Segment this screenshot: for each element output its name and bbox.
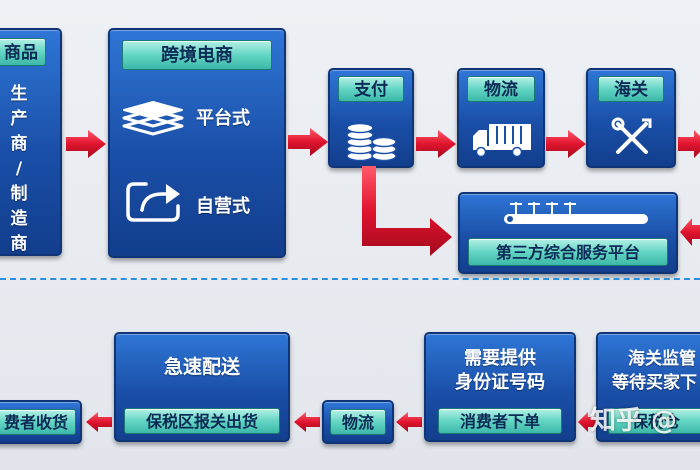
- conveyor-icon: [504, 202, 648, 224]
- manufacturer-char: 制: [10, 184, 28, 204]
- arrow-left-icon: [578, 412, 600, 432]
- fast-delivery-title: 急速配送: [163, 356, 240, 378]
- truck-icon: [473, 124, 531, 158]
- arrow-left-icon: [86, 412, 112, 432]
- manufacturer-char: 造: [10, 209, 28, 229]
- third-party-label: 第三方综合服务平台: [468, 238, 668, 266]
- consumer-order-label: 消费者下单: [438, 408, 562, 434]
- customs-supervision-box: 海关监管 等待买家下 保税仓: [596, 332, 700, 442]
- self-operated-mode-text: 自营式: [196, 196, 250, 217]
- manufacturer-text: 生 产 商 / 制 造 商: [8, 82, 38, 257]
- payment-label: 支付: [338, 76, 404, 102]
- customs-supervision-line1: 海关监管: [628, 349, 696, 369]
- id-required-line1: 需要提供: [464, 348, 536, 369]
- consumer-receive-label: 费者收货: [0, 409, 76, 435]
- manufacturer-box: 商品 生 产 商 / 制 造 商: [0, 28, 62, 256]
- fast-delivery-box: 急速配送 保税区报关出货: [114, 332, 290, 442]
- manufacturer-char: 生: [10, 84, 28, 104]
- manufacturer-char: 商: [10, 234, 28, 254]
- ecommerce-box: 跨境电商 平台式 自营式: [108, 28, 286, 258]
- logistics-label: 物流: [467, 76, 535, 102]
- consumer-receive-box: 费者收货: [0, 400, 82, 444]
- logistics-bottom-box: 物流: [322, 400, 394, 444]
- platform-mode-text: 平台式: [196, 108, 250, 129]
- arrow-right-icon: [66, 130, 106, 158]
- bonded-warehouse-label: 保税仓: [608, 408, 700, 434]
- arrow-left-icon: [294, 412, 320, 432]
- ecommerce-label: 跨境电商: [122, 40, 272, 70]
- watermark: 知乎 @: [590, 406, 678, 436]
- divider-line: [0, 278, 700, 280]
- logistics-bottom-label: 物流: [330, 409, 386, 435]
- bonded-label: 保税区报关出货: [124, 408, 280, 434]
- tools-icon: [611, 117, 652, 154]
- customs-label: 海关: [598, 76, 664, 102]
- id-required-line2: 身份证号码: [455, 372, 545, 393]
- consumer-order-box: 需要提供 身份证号码 消费者下单: [424, 332, 576, 442]
- logistics-box: 物流: [457, 68, 545, 168]
- arrow-right-icon: [288, 128, 328, 156]
- arrow-left-icon: [680, 218, 700, 246]
- customs-box: 海关: [586, 68, 676, 168]
- manufacturer-char: 商: [10, 134, 28, 154]
- arrow-right-icon: [546, 130, 586, 158]
- goods-label: 商品: [0, 38, 46, 66]
- manufacturer-char: /: [15, 159, 23, 179]
- stack-icon: [122, 101, 184, 136]
- arrow-right-icon: [678, 130, 700, 158]
- payment-box: 支付: [328, 68, 414, 168]
- share-icon: [126, 182, 180, 222]
- customs-supervision-line2: 等待买家下: [612, 373, 697, 393]
- manufacturer-char: 产: [10, 109, 28, 129]
- arrow-left-icon: [396, 412, 422, 432]
- arrow-right-icon: [416, 130, 456, 158]
- coins-icon: [346, 122, 397, 162]
- arrow-down-right-icon: [362, 166, 452, 256]
- third-party-platform-box: 第三方综合服务平台: [458, 192, 678, 274]
